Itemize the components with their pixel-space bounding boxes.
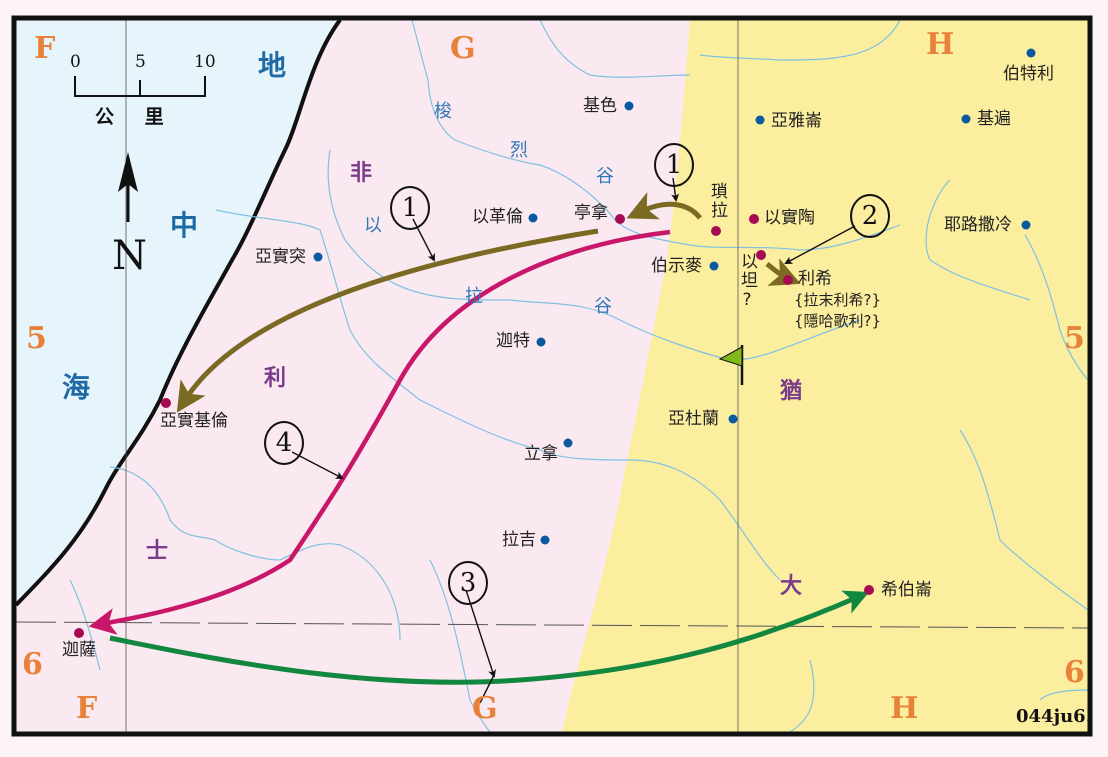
grid-label-top-G: G: [450, 31, 476, 66]
town-lehi: 利希: [798, 269, 832, 289]
judah-area: [562, 20, 1088, 732]
sea-label-3: 海: [62, 371, 91, 404]
scale-unit: 公 里: [95, 106, 176, 128]
wadi-elah-3: 谷: [594, 296, 612, 317]
town-eshtaol: 以實陶: [764, 208, 815, 228]
grid-label-right-6: 6: [1064, 655, 1085, 690]
route-marker-1-timnah: 1: [654, 143, 694, 187]
town-lachish: 拉吉: [502, 530, 536, 550]
grid-label-top-F: F: [34, 31, 56, 66]
north-label: N: [112, 233, 147, 279]
wadi-sorek-1: 梭: [434, 101, 452, 122]
grid-label-left-5: 5: [26, 321, 47, 356]
grid-label-bottom-F: F: [76, 691, 98, 726]
scale-bar: [74, 76, 206, 97]
coastline: [14, 18, 342, 607]
town-zorah: 瑣拉: [707, 182, 727, 220]
north-arrow-head: [118, 152, 138, 192]
region-philistia-2: 利: [264, 366, 287, 391]
town-dots-blue: [313, 48, 1036, 545]
grid-label-right-5: 5: [1064, 321, 1085, 356]
mediterranean-sea: [16, 20, 340, 605]
town-etam: 以坦?: [737, 252, 757, 312]
town-ekron: 以革倫: [472, 207, 523, 227]
grid-label-left-6: 6: [22, 647, 43, 682]
grid-label-bottom-H: H: [890, 691, 919, 726]
town-adullam: 亞杜蘭: [668, 409, 719, 429]
town-beth-shemesh: 伯示麥: [651, 256, 702, 276]
region-judah-1: 猶: [780, 379, 803, 404]
gridline-6: [15, 621, 1089, 629]
town-gaza: 迦薩: [62, 640, 96, 660]
route-marker-2: 2: [850, 194, 890, 238]
route-marker-1-west: 1: [390, 186, 430, 230]
grid-label-bottom-G: G: [472, 691, 498, 726]
route-marker-4: 4: [264, 421, 304, 465]
town-lehi-alt-2: {隱哈歌利?}: [794, 312, 882, 330]
region-philistia-1: 非: [350, 161, 373, 186]
town-jerusalem: 耶路撒冷: [944, 215, 1012, 235]
town-aijalon: 亞雅崙: [771, 111, 822, 131]
wadi-sorek-3: 谷: [596, 166, 614, 187]
scale-tick-0: 0: [70, 52, 81, 72]
grid-label-top-H: H: [926, 27, 955, 62]
map-frame: [11, 15, 1093, 737]
route-1-west: [176, 228, 599, 413]
sea-label-2: 中: [170, 209, 199, 242]
sea-label-1: 地: [258, 49, 287, 82]
wadi-elah-2: 拉: [465, 286, 483, 307]
town-lehi-alt-1: {拉末利希?}: [794, 291, 882, 309]
town-gezer: 基色: [583, 96, 617, 116]
town-dots-red: [74, 214, 874, 638]
region-judah-2: 大: [780, 574, 803, 599]
scale-tick-5: 5: [135, 52, 146, 72]
town-hebron: 希伯崙: [881, 580, 932, 600]
map-code: 044ju6.: [1016, 706, 1092, 727]
route-marker-3: 3: [448, 561, 488, 605]
scale-tick-10: 10: [194, 52, 216, 72]
town-ashdod: 亞實突: [255, 247, 306, 267]
route-4-gaza: [88, 229, 671, 635]
town-gath: 迦特: [496, 331, 530, 351]
town-gibeon: 基遍: [977, 109, 1011, 129]
wadi-sorek-2: 烈: [510, 140, 528, 161]
wadi-elah-1: 以: [364, 215, 382, 236]
route-3-hebron: [109, 590, 870, 685]
route-1-timnah: [626, 192, 702, 220]
town-ashkelon: 亞實基倫: [160, 411, 228, 431]
flag-icon: [718, 346, 743, 367]
town-timnah: 亭拿: [574, 203, 608, 223]
region-philistia-3: 士: [146, 539, 169, 564]
town-bethel: 伯特利: [1003, 64, 1054, 84]
town-libnah: 立拿: [524, 444, 558, 464]
